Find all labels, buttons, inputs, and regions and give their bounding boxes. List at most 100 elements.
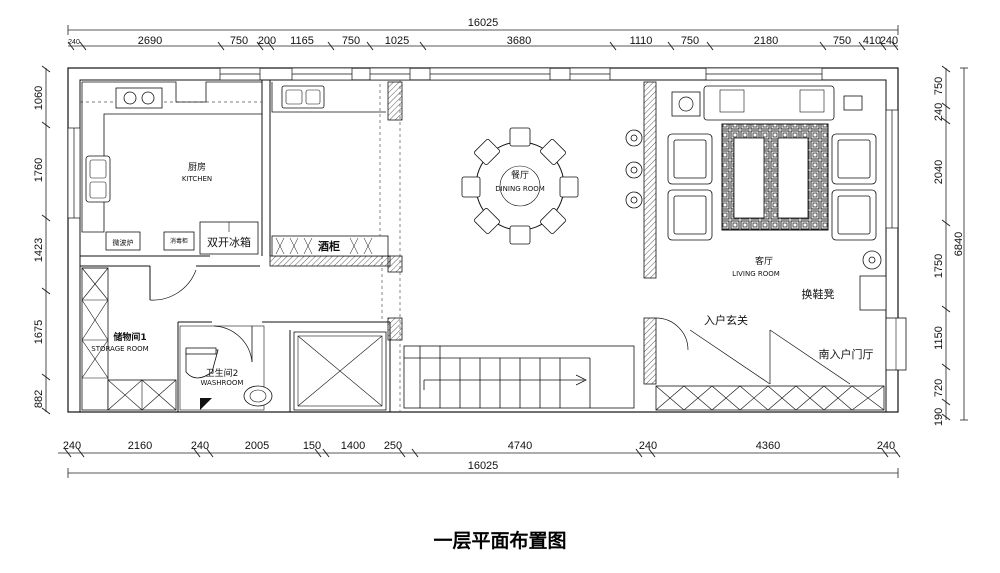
bottom-seg-7: 4740 <box>508 440 532 452</box>
toilet-icon <box>185 349 219 379</box>
top-seg-5: 750 <box>342 35 360 47</box>
storage-label-en: STORAGE ROOM <box>91 345 148 353</box>
entry-shoe-cabinet <box>655 385 885 411</box>
bottom-total-label: 16025 <box>468 460 499 472</box>
washroom-label-en: WASHROOM <box>201 379 244 387</box>
top-seg-6: 1025 <box>385 35 409 47</box>
right-windows <box>885 109 899 229</box>
top-seg-9: 750 <box>681 35 699 47</box>
gas-stove <box>115 87 163 109</box>
disinfect-cabinet-label: 消毒柜 <box>170 237 188 245</box>
left-windows <box>67 127 81 219</box>
coffee-table-right <box>777 137 809 219</box>
right-seg-3: 1750 <box>933 254 945 278</box>
bottom-seg-10: 240 <box>877 440 895 452</box>
armchairs <box>667 133 877 241</box>
left-seg-2: 1423 <box>33 238 45 262</box>
bottom-seg-9: 4360 <box>756 440 780 452</box>
bottom-seg-8: 240 <box>639 440 657 452</box>
right-seg-5: 720 <box>933 379 945 397</box>
top-seg-10: 2180 <box>754 35 778 47</box>
entry-cabinet-cross <box>655 385 885 411</box>
bottom-seg-3: 2005 <box>245 440 269 452</box>
bottom-dimension-total: 16025 <box>67 460 899 478</box>
microwave-box <box>105 231 141 251</box>
right-seg-0: 750 <box>933 77 945 95</box>
disinfect-cabinet-box <box>163 231 195 251</box>
top-seg-3: 200 <box>258 35 276 47</box>
staircase <box>403 345 635 409</box>
storage-label-cn: 储物间1 <box>113 331 146 343</box>
burner-left-icon <box>123 91 137 105</box>
top-seg-4: 1165 <box>290 35 314 47</box>
hatched-column-low <box>387 317 403 341</box>
wine-cabinet: 酒柜 <box>271 235 389 257</box>
right-seg-4: 1150 <box>933 326 945 350</box>
left-seg-3: 1675 <box>33 320 45 344</box>
microwave-label: 微波炉 <box>113 238 134 247</box>
top-total-label: 16025 <box>468 17 499 29</box>
dining-area: 餐厅 DINING ROOM <box>461 127 579 245</box>
dining-label-en: DINING ROOM <box>495 185 545 193</box>
washroom-corner-mark <box>200 398 212 410</box>
top-seg-12: 410 <box>863 35 881 47</box>
phone-icon <box>843 95 863 111</box>
right-seg-6: 190 <box>933 408 945 426</box>
side-table-icon <box>671 91 701 117</box>
living-label-en: LIVING ROOM <box>732 270 780 278</box>
bottom-dimension-chain: 240 2160 240 2005 150 1400 250 4740 240 … <box>58 440 901 458</box>
kitchen-label-cn: 厨房 <box>188 161 206 173</box>
shaft-box <box>293 331 387 411</box>
dining-chairs <box>461 127 579 245</box>
plan-title: 一层平面布置图 <box>433 530 567 552</box>
storage-room: 储物间1 STORAGE ROOM <box>81 267 197 411</box>
burner-right-icon <box>141 91 155 105</box>
pantry-sink <box>281 85 325 109</box>
left-dimension-chain: 1060 1760 1423 1675 882 <box>33 65 51 415</box>
left-seg-4: 882 <box>33 390 45 408</box>
bottom-seg-5: 1400 <box>341 440 365 452</box>
right-total-label: 6840 <box>953 232 965 256</box>
kitchen: 厨房 KITCHEN 微波炉 消毒柜 双开冰箱 <box>81 81 262 255</box>
top-seg-0: 240 <box>68 39 80 46</box>
top-seg-7: 3680 <box>507 35 531 47</box>
washroom-label-cn: 卫生间2 <box>206 367 239 379</box>
right-seg-2: 2040 <box>933 160 945 184</box>
coffee-table-left <box>733 137 765 219</box>
washroom: 卫生间2 WASHROOM <box>179 325 273 411</box>
top-seg-11: 750 <box>833 35 851 47</box>
right-dimension-chain: 750 240 2040 1750 1150 720 190 6840 <box>933 65 968 426</box>
bottom-seg-4: 150 <box>303 440 321 452</box>
pantry <box>271 82 386 113</box>
kitchen-sink <box>85 155 111 203</box>
dashed-guides <box>80 80 401 412</box>
bottom-seg-2: 240 <box>191 440 209 452</box>
left-seg-0: 1060 <box>33 86 45 110</box>
top-seg-13: 240 <box>880 35 898 47</box>
top-dimension-chain: 240 2690 750 200 1165 750 1025 3680 1110… <box>67 35 899 51</box>
storage-door-swing <box>149 269 197 301</box>
interior-walls <box>80 80 391 412</box>
hatched-column-top <box>387 81 403 121</box>
wine-cabinet-label: 酒柜 <box>318 239 340 253</box>
sofa-top <box>703 85 835 121</box>
top-seg-1: 2690 <box>138 35 162 47</box>
top-windows <box>219 67 823 81</box>
entrance-label: 入户玄关 <box>704 313 748 327</box>
dining-label-cn: 餐厅 <box>511 169 529 181</box>
shoe-bench-label: 换鞋凳 <box>802 287 835 301</box>
entrance-door-swing <box>655 317 689 351</box>
entrance-area: 换鞋凳 入户玄关 南入户门厅 <box>655 275 907 411</box>
bottom-seg-1: 2160 <box>128 440 152 452</box>
south-entrance-label: 南入户门厅 <box>819 347 874 361</box>
living-room: 客厅 LIVING ROOM <box>625 85 882 278</box>
potted-plants <box>625 129 882 270</box>
stair-arrow-icon <box>575 374 587 386</box>
left-seg-1: 1760 <box>33 158 45 182</box>
bottom-seg-0: 240 <box>63 440 81 452</box>
basin-icon <box>243 385 273 407</box>
hatched-wall-entry <box>643 317 657 385</box>
fridge-label: 双开冰箱 <box>207 235 251 249</box>
washroom-door-swing <box>213 325 253 363</box>
